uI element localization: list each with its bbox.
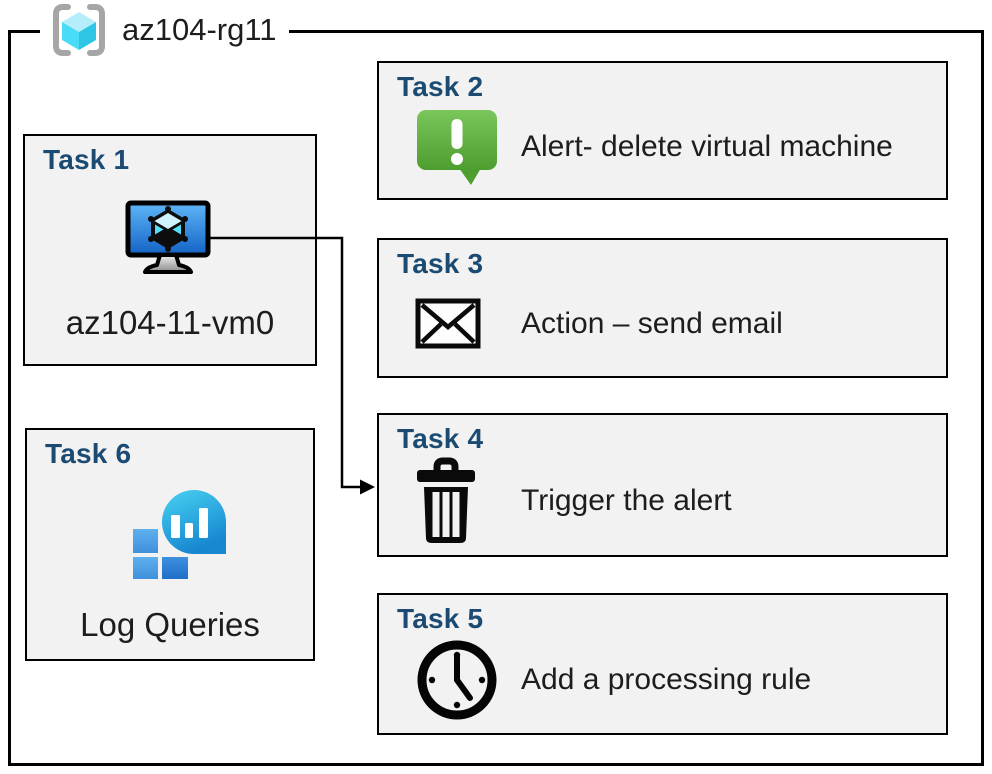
task1-title: Task 1 [43, 144, 130, 175]
task6-box: Task 6 [25, 428, 315, 661]
alert-icon [415, 108, 521, 186]
task4-label: Trigger the alert [521, 484, 732, 517]
task2-title: Task 2 [397, 71, 484, 102]
trash-icon [415, 457, 521, 545]
task4-box: Task 4 Trigger the alert [377, 413, 948, 557]
email-envelope-icon [415, 298, 521, 350]
task4-title: Task 4 [397, 423, 484, 454]
task2-label: Alert- delete virtual machine [521, 129, 893, 163]
task2-box: Task 2 Alert- delete virtual machine [377, 61, 948, 200]
resource-group-title: az104-rg11 [122, 12, 277, 47]
task1-label: az104-11-vm0 [65, 304, 275, 341]
log-analytics-icon [133, 488, 229, 585]
task3-title: Task 3 [397, 248, 484, 279]
task5-box: Task 5 Add a processing rule [377, 593, 948, 735]
resource-group-header: az104-rg11 [40, 2, 289, 58]
task5-label: Add a processing rule [521, 663, 812, 696]
task3-box: Task 3 Action – send email [377, 238, 948, 378]
virtual-machine-icon [125, 200, 211, 283]
task3-label: Action – send email [521, 307, 783, 340]
resource-group-icon [53, 4, 105, 56]
task1-box: Task 1 [23, 134, 317, 366]
clock-icon [415, 638, 521, 722]
task6-label: Log Queries [80, 606, 260, 643]
task5-title: Task 5 [397, 603, 484, 634]
task6-title: Task 6 [45, 438, 132, 469]
